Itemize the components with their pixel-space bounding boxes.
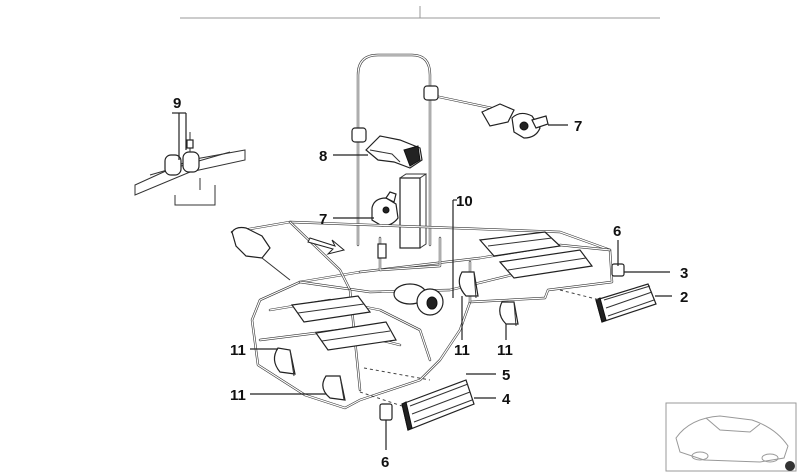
callout-6-right: 6	[613, 223, 621, 240]
bike-holder-upright	[356, 53, 432, 249]
car-thumbnail-icon	[665, 402, 797, 472]
callout-11-right: 11	[497, 342, 513, 359]
header-rule	[180, 6, 660, 19]
detail-9-clamp	[134, 132, 246, 206]
central-lock-part-10	[377, 243, 444, 316]
light-bracket-left	[359, 367, 431, 407]
callout-7-lower: 7	[319, 211, 327, 228]
tail-light-right-part-2	[595, 283, 657, 323]
holder-arm	[351, 85, 515, 143]
rack-frame	[230, 220, 614, 410]
callout-4: 4	[502, 391, 511, 408]
tail-light-left-part-4	[401, 379, 475, 431]
wheel-strap-11-d	[499, 301, 519, 327]
callout-7-upper: 7	[574, 118, 582, 135]
callout-6-left: 6	[381, 454, 389, 471]
callout-9: 9	[173, 95, 181, 112]
clamp-part-8	[365, 135, 423, 169]
callout-11-center: 11	[454, 342, 470, 359]
callout-11-left-lower: 11	[230, 387, 246, 404]
direction-arrow-icon	[307, 237, 346, 255]
callout-8: 8	[319, 148, 327, 165]
leader-lines	[172, 112, 672, 450]
wheel-strap-11-c	[458, 271, 479, 299]
lock-part-7-upper	[511, 112, 549, 139]
lock-part-7-lower	[371, 191, 399, 227]
callout-5: 5	[502, 367, 510, 384]
callout-2: 2	[680, 289, 688, 306]
callout-11-left-upper: 11	[230, 342, 246, 359]
light-bracket-right	[559, 289, 601, 301]
callout-3: 3	[680, 265, 688, 282]
wheel-strap-11-b	[322, 375, 346, 401]
wheel-strap-11-a	[273, 347, 296, 377]
callout-10: 10	[456, 193, 473, 210]
reflector-part-6-left	[379, 403, 393, 421]
